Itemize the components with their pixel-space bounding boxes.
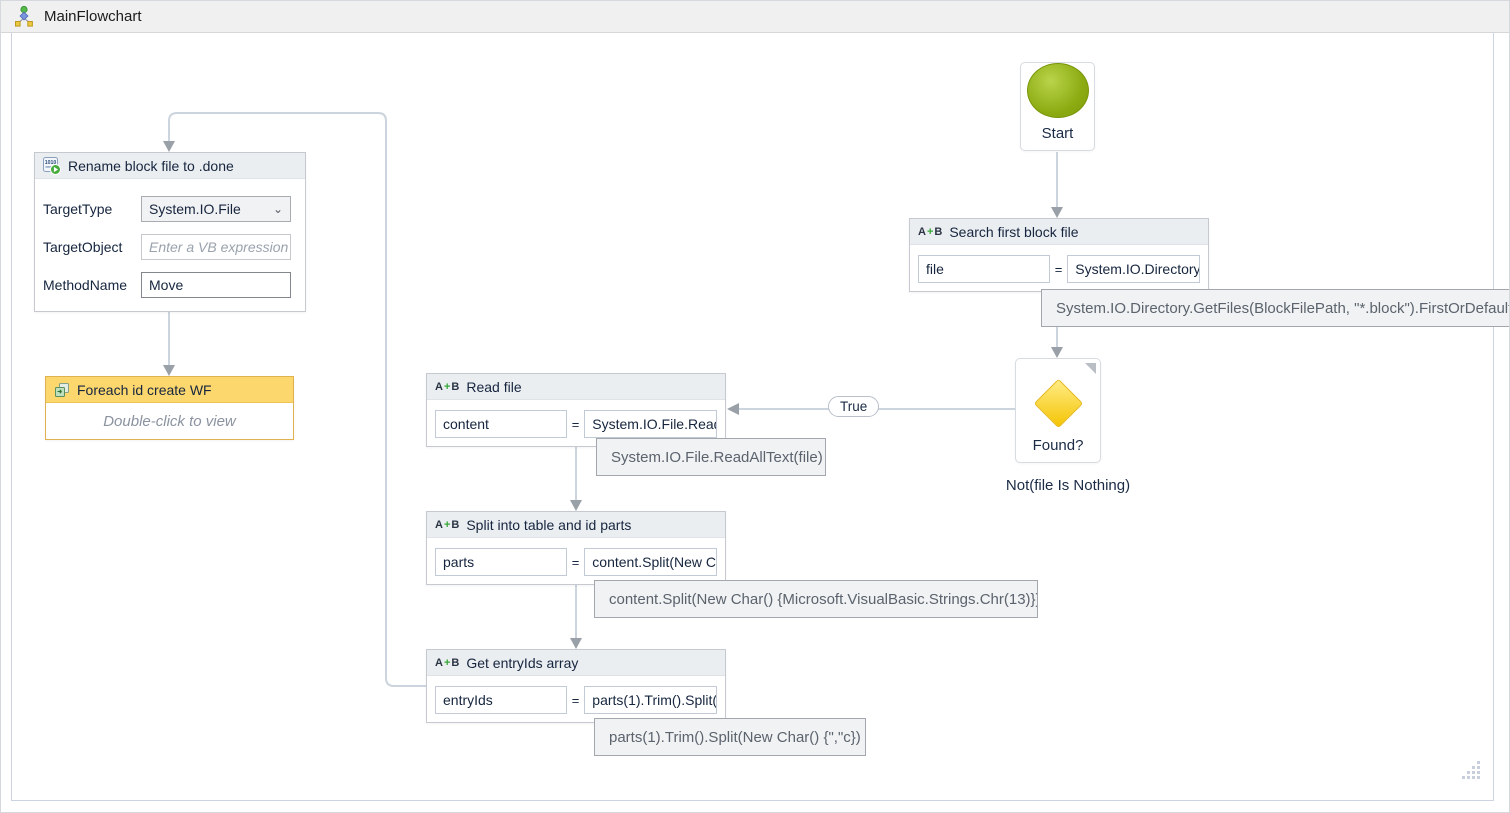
activity-title: Get entryIds array bbox=[466, 655, 578, 671]
breadcrumb-bar: MainFlowchart bbox=[1, 1, 1509, 33]
activity-read-file[interactable]: A+B Read file content = System.IO.File.R… bbox=[426, 373, 726, 447]
assign-icon: A+B bbox=[918, 226, 942, 238]
activity-split-into-parts[interactable]: A+B Split into table and id parts parts … bbox=[426, 511, 726, 585]
assign-value-field[interactable]: content.Split(New Char() {Microsoft.Visu… bbox=[584, 548, 717, 576]
assign-value-field[interactable]: System.IO.Directory.GetFiles(BlockFilePa… bbox=[1067, 255, 1200, 283]
assign-icon: A+B bbox=[435, 381, 459, 393]
equals-sign: = bbox=[1055, 262, 1063, 277]
start-label: Start bbox=[1042, 125, 1074, 142]
activity-foreach-id-create-wf[interactable]: Foreach id create WF Double-click to vie… bbox=[45, 376, 294, 440]
activity-header[interactable]: A+B Read file bbox=[427, 374, 725, 400]
start-node[interactable]: Start bbox=[1020, 62, 1095, 151]
decision-diamond-icon bbox=[1033, 379, 1082, 428]
assign-value-field[interactable]: parts(1).Trim().Split(New Char() {","c}) bbox=[584, 686, 717, 714]
target-type-dropdown[interactable]: System.IO.File ⌄ bbox=[141, 196, 291, 222]
assign-icon: A+B bbox=[435, 657, 459, 669]
assign-to-field[interactable]: content bbox=[435, 410, 567, 438]
equals-sign: = bbox=[572, 693, 580, 708]
activity-header[interactable]: A+B Get entryIds array bbox=[427, 650, 725, 676]
activity-title: Search first block file bbox=[949, 224, 1078, 240]
activity-title: Split into table and id parts bbox=[466, 517, 631, 533]
tooltip-entryids-expression: parts(1).Trim().Split(New Char() {","c}) bbox=[594, 718, 866, 756]
equals-sign: = bbox=[572, 417, 580, 432]
decision-label: Found? bbox=[1033, 437, 1084, 454]
activity-header[interactable]: Foreach id create WF bbox=[46, 377, 293, 403]
tooltip-search-expression: System.IO.Directory.GetFiles(BlockFilePa… bbox=[1041, 289, 1510, 327]
assign-icon: A+B bbox=[435, 519, 459, 531]
invoke-method-icon: 1010 bbox=[43, 157, 61, 175]
method-name-label: MethodName bbox=[43, 277, 141, 293]
tooltip-read-expression: System.IO.File.ReadAllText(file) bbox=[596, 438, 826, 476]
activity-title: Rename block file to .done bbox=[68, 158, 234, 174]
assign-value-field[interactable]: System.IO.File.ReadAllText(file) bbox=[584, 410, 717, 438]
assign-to-field[interactable]: entryIds bbox=[435, 686, 567, 714]
decision-condition-text: Not(file Is Nothing) bbox=[968, 477, 1168, 494]
activity-search-first-block-file[interactable]: A+B Search first block file file = Syste… bbox=[909, 218, 1209, 292]
activity-header[interactable]: 1010 Rename block file to .done bbox=[35, 153, 305, 179]
true-branch-label: True bbox=[828, 396, 879, 417]
assign-to-field[interactable]: file bbox=[918, 255, 1050, 283]
equals-sign: = bbox=[572, 555, 580, 570]
invoke-workflow-icon bbox=[54, 382, 70, 398]
activity-get-entryids-array[interactable]: A+B Get entryIds array entryIds = parts(… bbox=[426, 649, 726, 723]
target-type-label: TargetType bbox=[43, 201, 141, 217]
flowchart-icon bbox=[13, 5, 35, 28]
collapse-corner-icon[interactable] bbox=[1085, 363, 1096, 374]
tooltip-split-expression: content.Split(New Char() {Microsoft.Visu… bbox=[594, 580, 1038, 618]
assign-to-field[interactable]: parts bbox=[435, 548, 567, 576]
method-name-field[interactable]: Move bbox=[141, 272, 291, 298]
resize-grip[interactable] bbox=[1461, 760, 1483, 782]
activity-header[interactable]: A+B Split into table and id parts bbox=[427, 512, 725, 538]
activity-rename-block-file[interactable]: 1010 Rename block file to .done TargetTy… bbox=[34, 152, 306, 312]
target-object-label: TargetObject bbox=[43, 239, 141, 255]
chevron-down-icon: ⌄ bbox=[273, 203, 283, 215]
collapsed-activity-hint[interactable]: Double-click to view bbox=[46, 403, 293, 439]
activity-title: Foreach id create WF bbox=[77, 382, 212, 398]
activity-title: Read file bbox=[466, 379, 521, 395]
decision-node-found[interactable]: Found? bbox=[1015, 358, 1101, 463]
activity-header[interactable]: A+B Search first block file bbox=[910, 219, 1208, 245]
start-icon bbox=[1027, 63, 1089, 118]
target-object-field[interactable]: Enter a VB expression bbox=[141, 234, 291, 260]
target-type-value: System.IO.File bbox=[149, 201, 241, 217]
breadcrumb-root-item[interactable]: MainFlowchart bbox=[44, 8, 142, 25]
